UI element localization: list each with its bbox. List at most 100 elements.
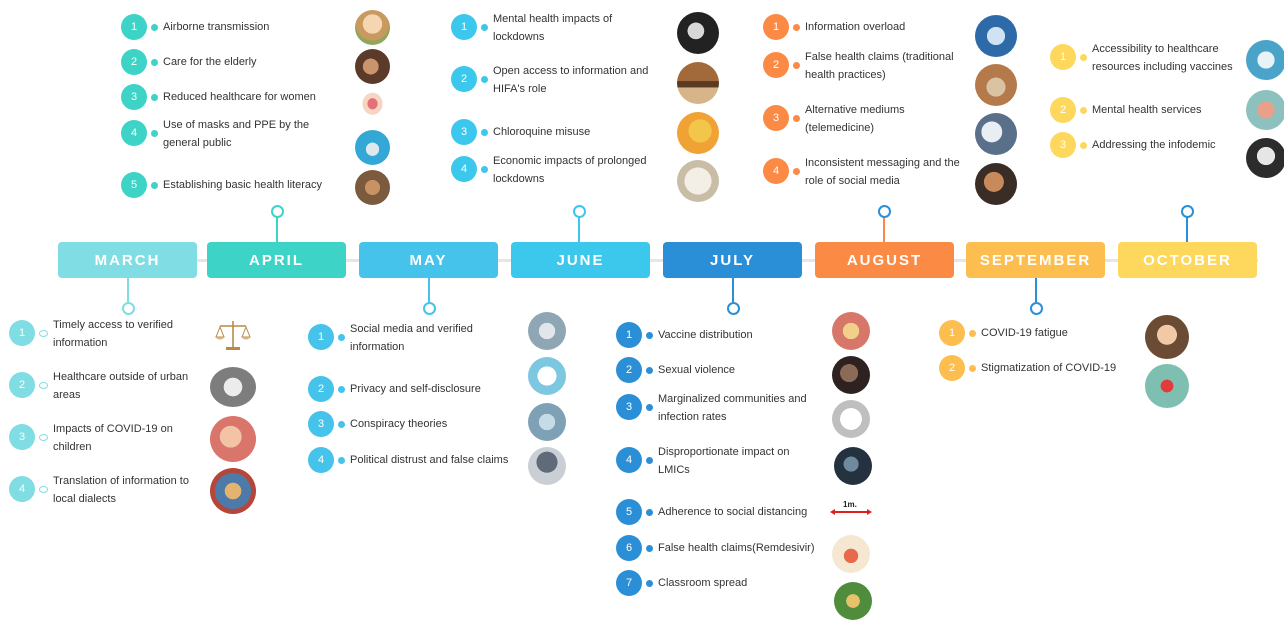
item-number-badge: 1 (616, 322, 642, 348)
july-connector (732, 278, 734, 302)
august-ring (878, 205, 891, 218)
october-ring (1181, 205, 1194, 218)
scales-of-justice-icon (215, 321, 251, 350)
item-label: Reduced healthcare for women (163, 91, 316, 103)
connector-dot (481, 129, 488, 136)
september-item-2: 2 Stigmatization of COVID-19 (939, 355, 1139, 381)
connector-dot (39, 486, 48, 493)
april-item-4: 4 Use of masks and PPE by the general pu… (121, 119, 351, 152)
item-label: COVID-19 fatigue (981, 327, 1068, 339)
item-number-badge: 1 (9, 320, 35, 346)
october-connector (1186, 217, 1188, 242)
local-dialects-crowd-thumbnail (210, 468, 256, 514)
item-number-badge: 1 (1050, 44, 1076, 70)
march-connector (127, 278, 129, 302)
item-label: Privacy and self-disclosure (350, 383, 481, 395)
may-item-4: 4 Political distrust and false claims (308, 447, 538, 473)
item-label: Translation of information to local dial… (53, 475, 189, 505)
item-number-badge: 4 (763, 158, 789, 184)
connector-dot (793, 115, 800, 122)
infodemic-thumbnail (1246, 138, 1284, 178)
social-distancing-sign: 1m. (830, 500, 872, 518)
june-connector (578, 217, 580, 242)
item-label: Inconsistent messaging and the role of s… (805, 157, 960, 187)
month-august: AUGUST (815, 242, 954, 278)
march-item-1: 1 Timely access to verified information (9, 319, 209, 352)
item-number-badge: 2 (939, 355, 965, 381)
connector-dot (646, 457, 653, 464)
classroom-children-thumbnail (834, 582, 872, 620)
item-label: Marginalized communities and infection r… (658, 393, 807, 423)
item-number-badge: 2 (9, 372, 35, 398)
august-connector (883, 217, 885, 242)
item-number-badge: 3 (9, 424, 35, 450)
item-label: Timely access to verified information (53, 319, 174, 349)
item-label: Accessibility to healthcare resources in… (1092, 43, 1233, 73)
connector-dot (151, 94, 158, 101)
connector-dot (151, 130, 158, 137)
october-item-3: 3 Addressing the infodemic (1050, 132, 1250, 158)
economy-papers-thumbnail (677, 160, 719, 202)
virus-stigma-thumbnail (1145, 364, 1189, 408)
item-label: Chloroquine misuse (493, 126, 591, 138)
august-item-3: 3 Alternative mediums (telemedicine) (763, 104, 973, 137)
telemedicine-thumbnail (975, 113, 1017, 155)
connector-dot (646, 580, 653, 587)
april-item-2: 2 Care for the elderly (121, 49, 351, 75)
connector-dot (151, 59, 158, 66)
phone-social-media-thumbnail (528, 312, 566, 350)
person-sneezing-thumbnail (355, 10, 390, 45)
july-item-1: 1 Vaccine distribution (616, 322, 831, 348)
june-item-1: 1 Mental health impacts of lockdowns (451, 13, 671, 46)
march-item-2: 2 Healthcare outside of urban areas (9, 371, 209, 404)
connector-dot (646, 404, 653, 411)
may-item-1: 1 Social media and verified information (308, 323, 528, 356)
connector-dot (1080, 142, 1087, 149)
item-label: Social media and verified information (350, 323, 473, 353)
item-number-badge: 1 (308, 324, 334, 350)
item-label: Political distrust and false claims (350, 454, 509, 466)
item-number-badge: 3 (308, 411, 334, 437)
april-connector (276, 217, 278, 242)
september-item-1: 1 COVID-19 fatigue (939, 320, 1139, 346)
item-number-badge: 1 (763, 14, 789, 40)
distance-label: 1m. (843, 500, 857, 509)
item-number-badge: 2 (451, 66, 477, 92)
connector-dot (151, 24, 158, 31)
item-number-badge: 6 (616, 535, 642, 561)
october-item-2: 2 Mental health services (1050, 97, 1250, 123)
item-label: False health claims(Remdesivir) (658, 542, 815, 554)
item-label: Disproportionate impact on LMICs (658, 446, 790, 476)
connector-dot (481, 24, 488, 31)
item-number-badge: 2 (308, 376, 334, 402)
may-ring (423, 302, 436, 315)
item-number-badge: 4 (451, 156, 477, 182)
march-item-3: 3 Impacts of COVID-19 on children (9, 423, 209, 456)
month-may: MAY (359, 242, 498, 278)
item-number-badge: 4 (121, 120, 147, 146)
item-number-badge: 2 (121, 49, 147, 75)
may-item-3: 3 Conspiracy theories (308, 411, 528, 437)
traditional-medicine-thumbnail (975, 64, 1017, 106)
connector-dot (793, 24, 800, 31)
connector-dot (481, 76, 488, 83)
july-item-5: 5 Adherence to social distancing (616, 499, 831, 525)
children-thumbnail (210, 416, 256, 462)
double-arrow-icon (830, 509, 872, 515)
health-literacy-thumbnail (355, 170, 390, 205)
connector-dot (481, 166, 488, 173)
item-number-badge: 3 (616, 394, 642, 420)
month-april: APRIL (207, 242, 346, 278)
april-item-5: 5 Establishing basic health literacy (121, 172, 351, 198)
july-item-3: 3 Marginalized communities and infection… (616, 393, 831, 426)
elderly-hands-thumbnail (355, 49, 390, 84)
item-label: Vaccine distribution (658, 329, 753, 341)
connector-dot (646, 367, 653, 374)
patent-law-book-thumbnail (677, 62, 719, 104)
5g-tower-thumbnail (528, 403, 566, 441)
month-june: JUNE (511, 242, 650, 278)
august-item-1: 1 Information overload (763, 14, 973, 40)
june-item-2: 2 Open access to information and HIFA's … (451, 65, 671, 98)
connector-dot (151, 182, 158, 189)
july-item-4: 4 Disproportionate impact on LMICs (616, 446, 831, 479)
